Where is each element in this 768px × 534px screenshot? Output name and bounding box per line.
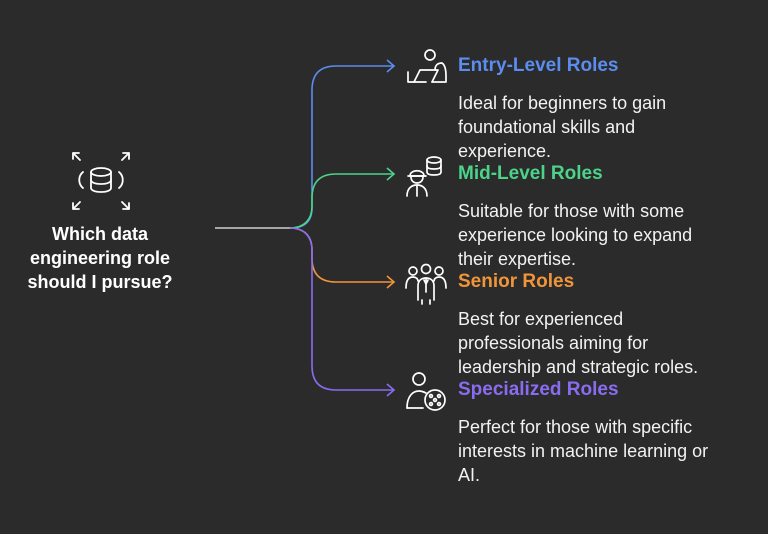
- branch-title-senior: Senior Roles: [458, 271, 575, 292]
- branch-desc-entry: Ideal for beginners to gain foundational…: [458, 93, 667, 161]
- branch-desc-senior: Best for experienced professionals aimin…: [458, 309, 699, 377]
- team-leader-icon: [405, 263, 447, 305]
- arrowhead-senior: [386, 275, 396, 289]
- connector-entry: [289, 65, 394, 229]
- branch-title-specialized: Specialized Roles: [458, 379, 619, 400]
- connector-senior: [289, 227, 394, 283]
- person-laptop-icon: [407, 49, 447, 83]
- arrowhead-mid: [386, 167, 396, 181]
- arrowhead-specialized: [386, 383, 396, 397]
- central-question: Which data engineering role should I pur…: [27, 224, 173, 292]
- branch-desc-mid: Suitable for those with some experience …: [458, 201, 693, 269]
- person-network-icon: [406, 372, 446, 411]
- arrowhead-entry: [386, 59, 396, 73]
- connector-mid: [289, 173, 394, 229]
- branch-desc-specialized: Perfect for those with specific interest…: [458, 417, 709, 485]
- connector-specialized: [289, 227, 394, 391]
- branch-title-entry: Entry-Level Roles: [458, 55, 619, 76]
- worker-database-icon: [406, 156, 442, 197]
- branch-title-mid: Mid-Level Roles: [458, 163, 603, 184]
- database-expand-icon: [72, 152, 130, 210]
